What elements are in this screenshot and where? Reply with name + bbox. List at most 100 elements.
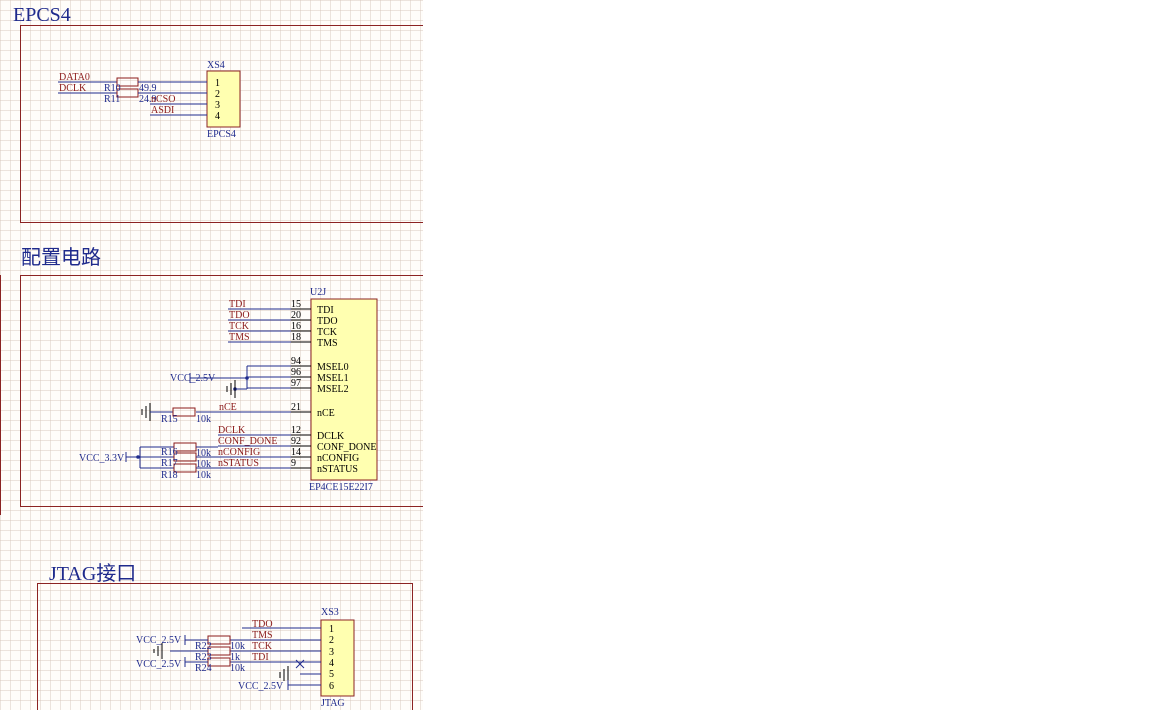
- r24-ref: R24: [195, 663, 212, 674]
- xs3-pin-3: 3: [329, 647, 334, 658]
- pin-number-tdi: 15: [291, 299, 301, 310]
- r22-ref: R22: [195, 641, 212, 652]
- pin-name-nconfig: nCONFIG: [317, 453, 359, 464]
- net-label-jtag-tck: TCK: [252, 641, 273, 652]
- pin-number-tdo: 20: [291, 310, 301, 321]
- xs3-ref: XS3: [321, 607, 339, 618]
- section-title-config-circuit: 配置电路: [21, 247, 101, 269]
- xs3-pin-5: 5: [329, 669, 334, 680]
- u2j-ref: U2J: [310, 287, 326, 298]
- u2j-pin-group: 15TDITDI20TDOTDO16TCKTCK18TMSTMS94MSEL09…: [196, 299, 376, 475]
- r11-ref: R11: [104, 94, 120, 105]
- r16-value: 10k: [196, 448, 211, 459]
- r18-value: 10k: [196, 470, 211, 481]
- net-label-data0: DATA0: [59, 72, 90, 83]
- pin-name-msel0: MSEL0: [317, 362, 349, 373]
- pin-number-tck: 16: [291, 321, 301, 332]
- no-connect-mark: [295, 659, 305, 669]
- pin-name-tdo: TDO: [317, 316, 338, 327]
- u2j-value: EP4CE15E22I7: [309, 482, 373, 493]
- section-title-epcs4: EPCS4: [13, 4, 71, 26]
- pin-number-msel1: 96: [291, 367, 301, 378]
- xs4-pin-1: 1: [215, 78, 220, 89]
- r23-ref: R23: [195, 652, 212, 663]
- schematic-sheet: EPCS4 配置电路 JTAG接口 XS4 EPCS4 1 2 3 4 DATA…: [0, 0, 423, 710]
- junction-msel: [245, 376, 249, 380]
- schematic-drawing: XS4 EPCS4 1 2 3 4 DATA0 DCLK R10 49.9 R1…: [58, 60, 378, 709]
- r17-ref: R17: [161, 458, 178, 469]
- net-label-conf-done: CONF_DONE: [218, 436, 277, 447]
- pin-number-tms: 18: [291, 332, 301, 343]
- r22-value: 10k: [230, 641, 245, 652]
- epcs4-section-frame: [20, 25, 423, 223]
- r16-ref: R16: [161, 447, 178, 458]
- power-label-vcc25-jtag-a: VCC_2.5V: [136, 635, 182, 646]
- xs3-connector-body[interactable]: [320, 619, 355, 697]
- junction-vcc33: [136, 455, 140, 459]
- power-label-vcc25-config: VCC_2.5V: [170, 373, 216, 384]
- ground-symbol-nce: [141, 403, 151, 421]
- pin-number-msel0: 94: [291, 356, 301, 367]
- net-label-tck: TCK: [229, 321, 250, 332]
- net-label-tdi: TDI: [229, 299, 246, 310]
- net-label-ncso: nCSO: [151, 94, 175, 105]
- net-label-asdi: ASDI: [151, 105, 174, 116]
- jtag-circuit: XS3 JTAG 1 2 3 4 5 6 VCC_2.5V: [136, 607, 355, 709]
- xs3-pin-2: 2: [329, 635, 334, 646]
- net-label-nstatus: nSTATUS: [218, 458, 259, 469]
- r24-value: 10k: [230, 663, 245, 674]
- net-label-dclk: DCLK: [59, 83, 87, 94]
- net-label-jtag-tms: TMS: [252, 630, 273, 641]
- r10-value: 49.9: [139, 83, 157, 94]
- r15-value: 10k: [196, 414, 211, 425]
- pin-name-dclk: DCLK: [317, 431, 345, 442]
- pin-name-tms: TMS: [317, 338, 338, 349]
- pin-number-conf-done: 92: [291, 436, 301, 447]
- pin-number-nconfig: 14: [291, 447, 301, 458]
- r10-ref: R10: [104, 83, 121, 94]
- pin-number-msel2: 97: [291, 378, 301, 389]
- r15-ref: R15: [161, 414, 178, 425]
- xs3-pin-6: 6: [329, 681, 334, 692]
- r18-ref: R18: [161, 470, 178, 481]
- ground-symbol-jtag-r23: [153, 643, 163, 659]
- xs4-pin-3: 3: [215, 100, 220, 111]
- left-frame-edge: [0, 275, 1, 515]
- power-label-vcc25-jtag-c: VCC_2.5V: [238, 681, 284, 692]
- xs3-pin-4: 4: [329, 658, 334, 669]
- xs3-pin-1: 1: [329, 624, 334, 635]
- net-label-dclk: DCLK: [218, 425, 246, 436]
- r17-value: 10k: [196, 459, 211, 470]
- xs4-pin-4: 4: [215, 111, 220, 122]
- net-label-tdo: TDO: [229, 310, 250, 321]
- net-label-jtag-tdo: TDO: [252, 619, 273, 630]
- pin-name-tdi: TDI: [317, 305, 334, 316]
- pin-name-nstatus: nSTATUS: [317, 464, 358, 475]
- pin-name-msel1: MSEL1: [317, 373, 349, 384]
- pin-number-nstatus: 9: [291, 458, 296, 469]
- pin-name-tck: TCK: [317, 327, 338, 338]
- xs3-value: JTAG: [321, 698, 345, 709]
- r11-value: 24.9: [139, 94, 157, 105]
- jtag-section-frame: [37, 583, 413, 710]
- pin-number-nce: 21: [291, 402, 301, 413]
- net-label-nconfig: nCONFIG: [218, 447, 260, 458]
- r23-value: 1k: [230, 652, 240, 663]
- xs4-connector-body[interactable]: [206, 70, 241, 128]
- pin-number-dclk: 12: [291, 425, 301, 436]
- pin-name-conf-done: CONF_DONE: [317, 442, 376, 453]
- resistor-r15[interactable]: [172, 407, 196, 417]
- pin-name-nce: nCE: [317, 408, 335, 419]
- config-section-frame: [20, 275, 423, 507]
- pin-name-msel2: MSEL2: [317, 384, 349, 395]
- epcs4-circuit: XS4 EPCS4 1 2 3 4 DATA0 DCLK R10 49.9 R1…: [58, 60, 241, 140]
- u2j-chip-body[interactable]: [310, 298, 378, 481]
- net-label-tms: TMS: [229, 332, 250, 343]
- xs4-ref: XS4: [207, 60, 225, 71]
- xs4-pin-2: 2: [215, 89, 220, 100]
- power-label-vcc25-jtag-b: VCC_2.5V: [136, 659, 182, 670]
- config-circuit: U2J EP4CE15E22I7 15TDITDI20TDOTDO16TCKTC…: [79, 287, 378, 493]
- xs4-value: EPCS4: [207, 129, 236, 140]
- power-label-vcc33: VCC_3.3V: [79, 453, 125, 464]
- section-title-jtag: JTAG接口: [49, 563, 137, 585]
